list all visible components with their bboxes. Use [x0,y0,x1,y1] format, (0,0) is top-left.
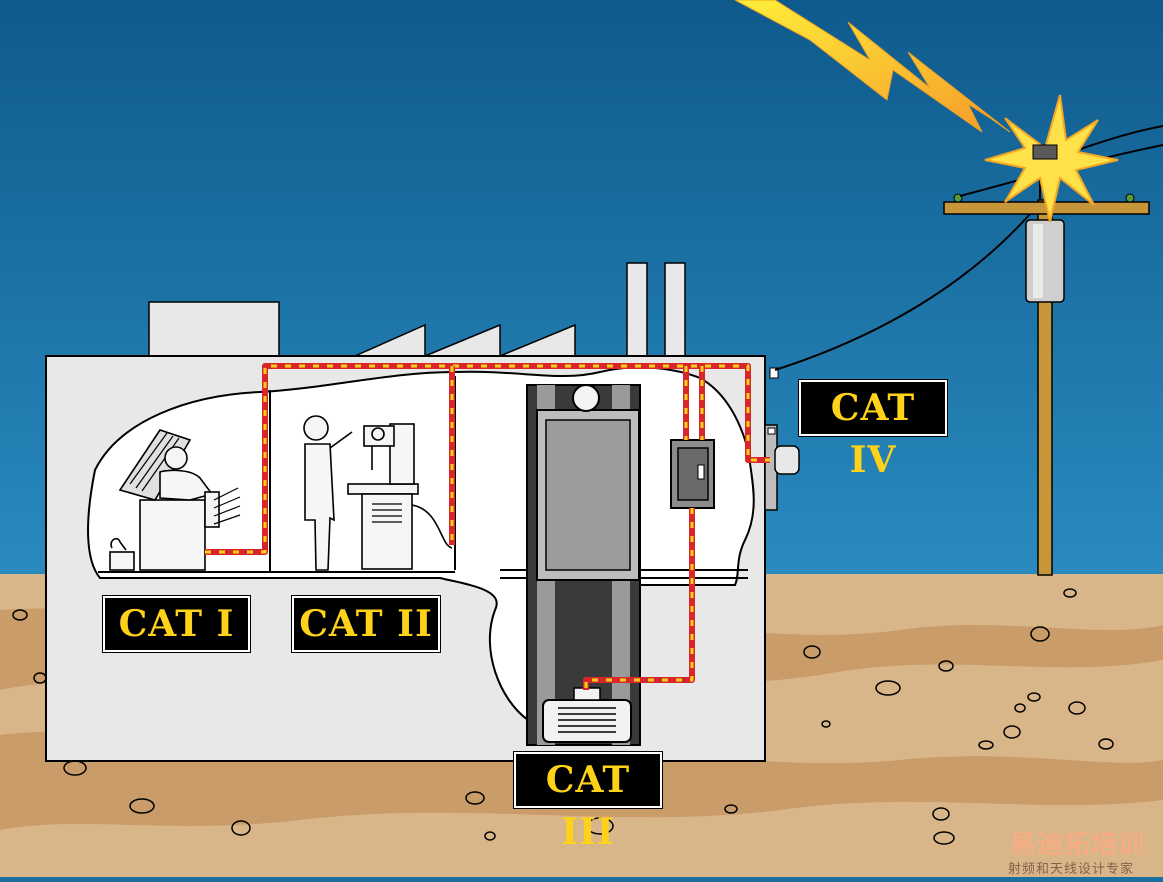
cat3-label: CAT III [513,751,663,853]
cat1-workstation-scene [109,429,241,571]
elevator-motor [542,687,632,743]
factory-roofline [148,262,686,363]
cat4-label: CAT IV [798,379,948,481]
wire-paths [205,363,770,690]
elevator-shaft [526,384,641,746]
breaker-panel [670,439,715,509]
cat1-label: CAT I [102,595,251,653]
service-meter [764,367,800,511]
cat2-drillpress-scene [303,415,453,571]
cat2-label: CAT II [291,595,441,653]
utility-pole [943,193,1150,576]
watermark-brand: 易迪拓培训 [1010,830,1146,860]
watermark-tagline: 射频和天线设计专家 [1008,862,1135,877]
lightning-bolt [734,0,1119,223]
